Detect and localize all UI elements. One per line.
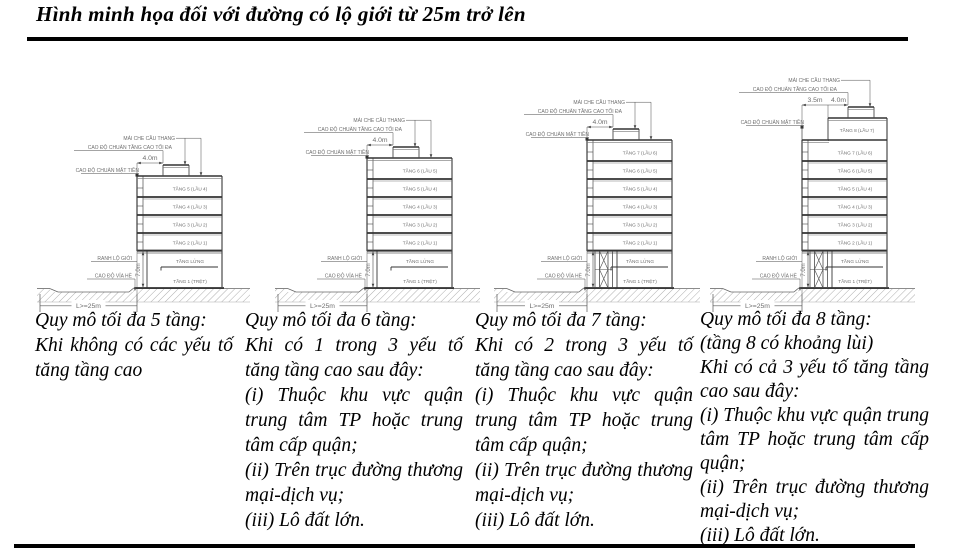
roof-cover-label: MÁI CHE CẦU THANG	[123, 135, 175, 142]
roof-cover-label: MÁI CHE CẦU THANG	[573, 99, 625, 106]
roof-setback-dim: 4.0m	[142, 155, 157, 162]
building-diagram-max-6-floors: L>=25m TẦNG LỬNG TẦNG 1 (TRỆT) TẦNG 6 (LẦU …	[275, 117, 480, 312]
row-boundary-label: RANH LỘ GIỚI	[762, 255, 797, 262]
row-boundary-label: RANH LỘ GIỚI	[97, 255, 132, 262]
setback-dim: 3.5m	[807, 97, 822, 104]
caption-paragraph: Quy mô tối đa 6 tầng:	[245, 310, 417, 331]
sidewalk-datum-label: CAO ĐỘ VỈA HÈ	[95, 273, 133, 280]
floor-label: TẦNG 4 (LẦU 3)	[838, 204, 873, 210]
caption-max-7-floors: Quy mô tối đa 7 tầng: Khi có 2 trong 3 yế…	[475, 308, 693, 533]
floor-label: TẦNG 5 (LẦU 4)	[403, 186, 438, 192]
row-boundary-label: RANH LỘ GIỚI	[547, 255, 582, 262]
caption-paragraph: (iii) Lô đất lớn.	[475, 510, 595, 531]
building-diagram-max-7-floors: L>=25m TẦNG LỬNG TẦNG 1 (TRỆT) TẦNG 7 (LẦU …	[494, 99, 700, 312]
floor-label: TẦNG 1 (TRỆT)	[838, 277, 872, 284]
caption-max-6-floors: Quy mô tối đa 6 tầng: Khi có 1 trong 3 yế…	[245, 308, 463, 533]
facade-height-dim: 7.0m	[136, 263, 142, 276]
facade-height-dim: 7.0m	[366, 263, 372, 276]
caption-paragraph: (iii) Lô đất lớn.	[245, 510, 365, 531]
caption-max-5-floors: Quy mô tối đa 5 tầng: Khi không có các yế…	[35, 308, 233, 383]
bottom-rule	[14, 544, 915, 548]
max-height-label: CAO ĐỘ CHUẨN TẦNG CAO TỐI ĐA	[88, 144, 173, 151]
facade-height-dim: 7.0m	[586, 263, 592, 276]
caption-paragraph: Khi có cả 3 yếu tố tăng tầng cao sau đây…	[700, 357, 929, 402]
floor-label: TẦNG 7 (LẦU 6)	[623, 150, 658, 156]
caption-paragraph: Quy mô tối đa 8 tầng:	[700, 309, 872, 330]
caption-paragraph: (tầng 8 có khoảng lùi)	[700, 333, 874, 354]
caption-paragraph: (i) Thuộc khu vực quận trung tâm TP hoặc…	[245, 385, 463, 456]
roof-setback-dim: 4.0m	[372, 137, 387, 144]
roof-cover-label: MÁI CHE CẦU THANG	[353, 117, 405, 124]
floor-label: TẦNG LỬNG	[176, 258, 204, 264]
floor-label: TẦNG 6 (LẦU 5)	[403, 168, 438, 174]
floor-label: TẦNG LỬNG	[406, 258, 434, 264]
floor-label: TẦNG 6 (LẦU 5)	[838, 168, 873, 174]
caption-paragraph: Khi không có các yếu tố tăng tầng cao	[35, 335, 233, 381]
floor-label: TẦNG 1 (TRỆT)	[403, 277, 437, 284]
caption-paragraph: Khi có 2 trong 3 yếu tố tăng tầng cao sa…	[475, 335, 693, 381]
floor-label: TẦNG 3 (LẦU 2)	[173, 222, 208, 228]
caption-paragraph: (i) Thuộc khu vực quận trung tâm TP hoặc…	[700, 405, 929, 474]
floor-label: TẦNG 2 (LẦU 1)	[403, 240, 438, 246]
floor-label: TẦNG 3 (LẦU 2)	[838, 222, 873, 228]
page-title: Hình minh họa đối với đường có lộ giới t…	[36, 2, 526, 26]
caption-paragraph: (iii) Lô đất lớn.	[700, 525, 820, 546]
caption-paragraph: (ii) Trên trục đường thương mại-dịch vụ;	[245, 460, 463, 506]
building-diagram-max-5-floors: L>=25m TẦNG LỬNG TẦNG 1 (TRỆT) TẦNG 5 (LẦU …	[37, 135, 250, 312]
road-width-dim: L>=25m	[76, 303, 101, 310]
floor-label: TẦNG 3 (LẦU 2)	[403, 222, 438, 228]
road-width-dim: L>=25m	[745, 303, 770, 310]
roof-cover-label: MÁI CHE CẦU THANG	[788, 77, 840, 84]
road-width-dim: L>=25m	[310, 303, 335, 310]
roof-setback-dim: 4.0m	[831, 97, 846, 104]
caption-paragraph: (i) Thuộc khu vực quận trung tâm TP hoặc…	[475, 385, 693, 456]
floor-label: TẦNG 3 (LẦU 2)	[623, 222, 658, 228]
sidewalk-datum-label: CAO ĐỘ VỈA HÈ	[545, 273, 583, 280]
max-height-label: CAO ĐỘ CHUẨN TẦNG CAO TỐI ĐA	[538, 108, 623, 115]
roof-setback-dim: 4.0m	[592, 119, 607, 126]
facade-datum-label: CAO ĐỘ CHUẨN MẶT TIỀN	[76, 167, 140, 174]
floor-label: TẦNG 4 (LẦU 3)	[173, 204, 208, 210]
road-width-dim: L>=25m	[530, 303, 555, 310]
max-height-label: CAO ĐỘ CHUẨN TẦNG CAO TỐI ĐA	[318, 126, 403, 133]
floor-label: TẦNG 6 (LẦU 5)	[623, 168, 658, 174]
caption-paragraph: (ii) Trên trục đường thương mại-dịch vụ;	[475, 460, 693, 506]
floor-label: TẦNG LỬNG	[841, 258, 869, 264]
diagrams-canvas: L>=25m TẦNG LỬNG TẦNG 1 (TRỆT) TẦNG 5 (LẦU …	[37, 77, 915, 312]
caption-max-8-floors: Quy mô tối đa 8 tầng: (tầng 8 có khoảng l…	[700, 308, 929, 548]
floor-label: TẦNG 2 (LẦU 1)	[173, 240, 208, 246]
row-boundary-label: RANH LỘ GIỚI	[327, 255, 362, 262]
floor-label: TẦNG 4 (LẦU 3)	[403, 204, 438, 210]
facade-datum-label: CAO ĐỘ CHUẨN MẶT TIỀN	[741, 119, 805, 126]
floor-label: TẦNG 5 (LẦU 4)	[838, 186, 873, 192]
caption-paragraph: (ii) Trên trục đường thương mại-dịch vụ;	[700, 477, 929, 522]
floor-label: TẦNG 1 (TRỆT)	[173, 277, 207, 284]
floor-label: TẦNG 5 (LẦU 4)	[623, 186, 658, 192]
floor-label: TẦNG LỬNG	[626, 258, 654, 264]
sidewalk-datum-label: CAO ĐỘ VỈA HÈ	[325, 273, 363, 280]
building-diagram-max-8-floors: L>=25m TẦNG LỬNG TẦNG 1 (TRỆT) TẦNG 7 (LẦU …	[710, 77, 915, 312]
facade-datum-label: CAO ĐỘ CHUẨN MẶT TIỀN	[526, 131, 590, 138]
floor-label: TẦNG 5 (LẦU 4)	[173, 186, 208, 192]
max-height-label: CAO ĐỘ CHUẨN TẦNG CAO TỐI ĐA	[753, 86, 838, 93]
caption-paragraph: Quy mô tối đa 7 tầng:	[475, 310, 647, 331]
floor-label: TẦNG 4 (LẦU 3)	[623, 204, 658, 210]
floor-label: TẦNG 7 (LẦU 6)	[838, 150, 873, 156]
facade-datum-label: CAO ĐỘ CHUẨN MẶT TIỀN	[306, 149, 370, 156]
floor-label: TẦNG 2 (LẦU 1)	[838, 240, 873, 246]
floor-label: TẦNG 1 (TRỆT)	[623, 277, 657, 284]
title-rule	[27, 37, 908, 41]
caption-paragraph: Khi có 1 trong 3 yếu tố tăng tầng cao sa…	[245, 335, 463, 381]
floor-label: TẦNG 2 (LẦU 1)	[623, 240, 658, 246]
facade-height-dim: 7.0m	[801, 263, 807, 276]
sidewalk-datum-label: CAO ĐỘ VỈA HÈ	[760, 273, 798, 280]
caption-paragraph: Quy mô tối đa 5 tầng:	[35, 310, 207, 331]
floor-label: TẦNG 8 (LẦU 7)	[840, 127, 875, 133]
